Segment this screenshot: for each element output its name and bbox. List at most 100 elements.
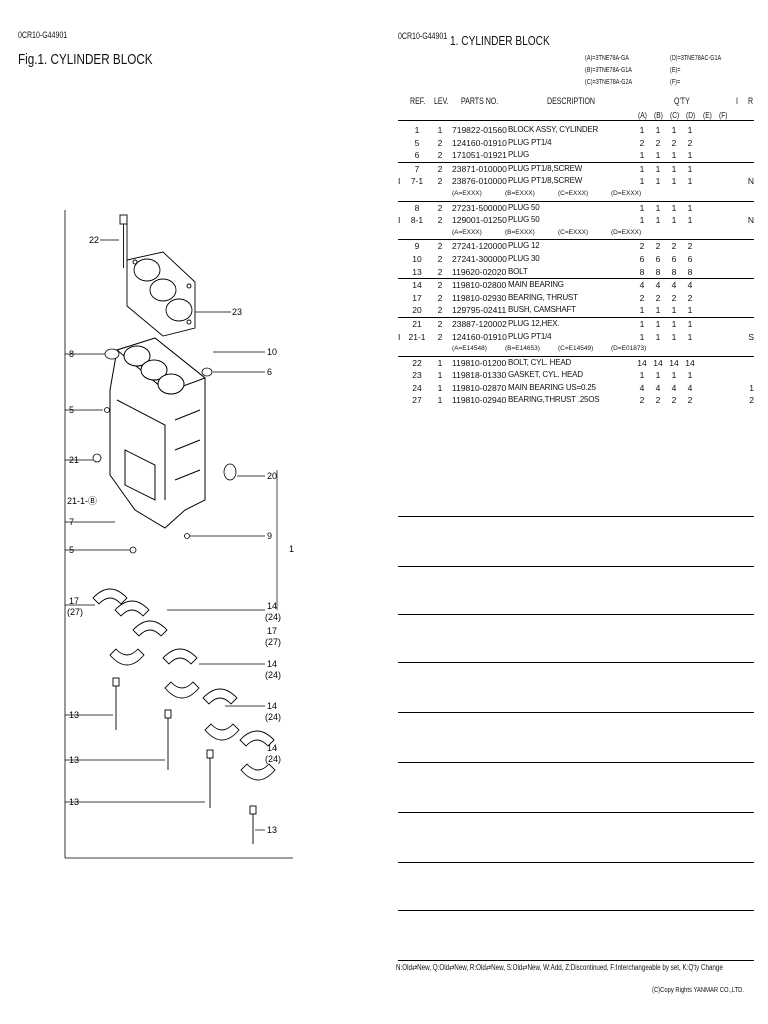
cell-a: 4 (639, 382, 645, 393)
cell-d: 14 (685, 357, 695, 368)
cell-i (398, 162, 406, 175)
cell-part: 119810-02800 (452, 280, 507, 291)
cell-e (698, 253, 714, 266)
callout-label: 9 (267, 531, 272, 541)
cell-lev: 2 (428, 149, 452, 163)
cell-ref: 14 (412, 280, 422, 291)
cell-desc: BEARING, THRUST (508, 292, 578, 302)
variant-f: (F)= (670, 79, 681, 86)
cell-ref: 7 (414, 163, 420, 174)
cell-c: 1 (671, 202, 677, 213)
variant-d: (D)=3TNE78AC-G1A (670, 55, 722, 62)
cell-e (698, 369, 714, 382)
variant-c: (C)=3TNE78A-G2A (585, 79, 633, 86)
cell-part: 119810-02930 (452, 292, 507, 303)
callout-label: 14 (267, 601, 277, 611)
cell-f (714, 369, 730, 382)
cell-f (714, 331, 730, 344)
cell-a: 1 (639, 331, 645, 342)
cell-part: 119818-01330 (452, 370, 507, 381)
cell-desc: BUSH, CAMSHAFT (508, 304, 634, 318)
empty-row-rule (398, 516, 754, 517)
cell-ref: 8 (414, 202, 420, 213)
cell-lev: 2 (437, 215, 443, 226)
cell-part: 27241-120000 (452, 241, 507, 252)
figure-title: Fig.1. CYLINDER BLOCK (18, 51, 153, 68)
cell-c: 1 (671, 125, 677, 135)
cell-c: 2 (671, 137, 677, 148)
cell-d: 1 (687, 370, 693, 381)
callout-label: (27) (265, 637, 281, 647)
cell-b: 4 (655, 382, 661, 393)
engine-code-row: (A=EXXX)(B=EXXX)(C=EXXX)(D=EXXX) (398, 226, 754, 241)
callout-label: 14 (267, 701, 277, 711)
empty-row-rule (398, 712, 754, 713)
variant-e: (E)= (670, 67, 681, 74)
cell-lev: 2 (437, 292, 443, 303)
cell-i (398, 382, 406, 395)
cell-c: 1 (671, 370, 677, 381)
engine-code: (D=EXXX) (611, 189, 642, 197)
cell-f (714, 149, 730, 163)
cell-e (698, 175, 714, 188)
cell-a: 2 (639, 395, 645, 406)
callout-label: (24) (265, 612, 281, 622)
cell-e (698, 214, 714, 227)
cell-i: I (398, 331, 401, 342)
cell-i (398, 356, 406, 369)
cell-ref: 27 (412, 395, 422, 406)
cell-d: 2 (687, 395, 693, 406)
cell-i (398, 394, 406, 407)
cell-d: 1 (687, 331, 693, 342)
cell-a: 1 (639, 176, 645, 187)
cell-a: 6 (639, 253, 645, 264)
cell-desc: MAIN BEARING (508, 280, 564, 290)
cell-lev: 2 (437, 253, 443, 264)
header-col-a: (A) (638, 110, 647, 120)
callout-label: 13 (267, 825, 277, 835)
cell-e (698, 162, 714, 175)
cell-c: 1 (666, 304, 682, 318)
cell-lev: 2 (437, 318, 443, 329)
cell-a: 14 (637, 357, 647, 368)
variant-b: (B)=3TNE78A-G1A (585, 67, 632, 74)
header-parts-no: PARTS NO. (461, 96, 499, 106)
cell-lev: 2 (437, 176, 443, 187)
cell-part: 23871-010000 (452, 163, 507, 174)
cell-d: 1 (687, 215, 693, 226)
cell-lev: 1 (437, 382, 443, 393)
cell-a: 1 (639, 215, 645, 226)
cell-i: I (398, 215, 401, 226)
cell-lev: 1 (437, 357, 443, 368)
cell-part: 124160-01910 (452, 137, 507, 148)
cell-c: 2 (671, 241, 677, 252)
header-qty: Q'TY (674, 96, 690, 106)
cell-part: 719822-01560 (452, 125, 507, 135)
cell-c: 4 (671, 280, 677, 291)
cell-d: 1 (687, 125, 693, 135)
cell-desc: PLUG 12,HEX. (508, 318, 560, 328)
cell-f (714, 253, 730, 266)
cell-c: 1 (671, 215, 677, 226)
engine-code: (B=E14653) (505, 345, 540, 353)
cell-f (714, 279, 730, 292)
cell-part: 23887-120002 (452, 318, 507, 329)
cell-e (698, 304, 714, 318)
cell-desc: BLOCK ASSY, CYLINDER (508, 125, 599, 134)
cell-r (730, 253, 754, 266)
cell-i (398, 240, 406, 253)
cell-r: 1 (749, 382, 754, 393)
cell-r (730, 292, 754, 305)
callout-label: 21 (69, 455, 79, 465)
cell-a: 1 (634, 149, 650, 163)
cell-i (398, 279, 406, 292)
cell-e (698, 394, 714, 407)
cell-desc: PLUG PT1/4 (508, 137, 552, 147)
cell-i (398, 253, 406, 266)
cell-lev: 2 (437, 202, 443, 213)
header-i: I (736, 96, 738, 106)
